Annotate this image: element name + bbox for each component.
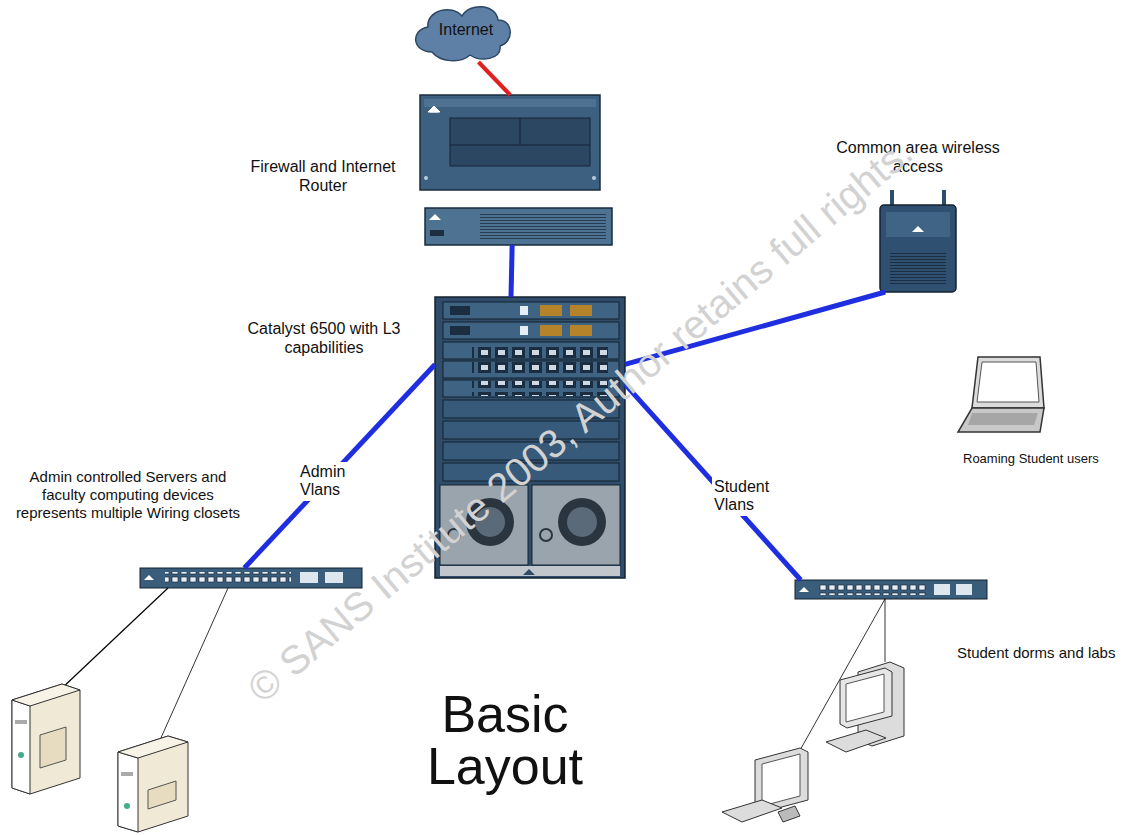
- desktop-pc: [722, 748, 808, 822]
- wireless-access-point: [880, 190, 956, 292]
- device-label: Roaming Student users: [963, 451, 1123, 467]
- diagram-heading: Basic Layout: [420, 688, 590, 792]
- network-link: [511, 245, 512, 297]
- watermark: © SANS Institute 2003, Author retains fu…: [238, 128, 923, 711]
- firewall: [425, 208, 612, 245]
- network-link: [478, 62, 510, 95]
- device-label: Catalyst 6500 with L3 capabilities: [239, 319, 409, 357]
- link-label: Admin Vlans: [298, 462, 368, 501]
- internet-cloud-node: Internet: [418, 4, 514, 62]
- laptop-node: Roaming Student users: [955, 355, 1047, 435]
- student-access-switch: [795, 580, 987, 599]
- wireless-ap-node: Common area wireless access: [878, 192, 958, 292]
- device-label: Admin controlled Servers and faculty com…: [6, 468, 250, 522]
- admin-switch-node: Admin controlled Servers and faculty com…: [140, 568, 362, 588]
- network-link: [625, 384, 801, 580]
- student-switch-node: Student dorms and labs: [795, 580, 987, 599]
- laptop: [958, 357, 1044, 432]
- firewall-router-node: Firewall and Internet Router: [420, 95, 612, 245]
- server-tower: [118, 736, 188, 832]
- device-label: Firewall and Internet Router: [234, 157, 412, 195]
- device-label: Student dorms and labs: [957, 644, 1127, 662]
- admin-access-switch: [140, 568, 362, 588]
- link-label: Student Vlans: [712, 477, 788, 516]
- device-label: Internet: [418, 20, 514, 39]
- network-link: [244, 364, 435, 568]
- internet-router: [420, 95, 600, 190]
- desktop-pc: [826, 662, 904, 752]
- server-tower: [12, 684, 80, 794]
